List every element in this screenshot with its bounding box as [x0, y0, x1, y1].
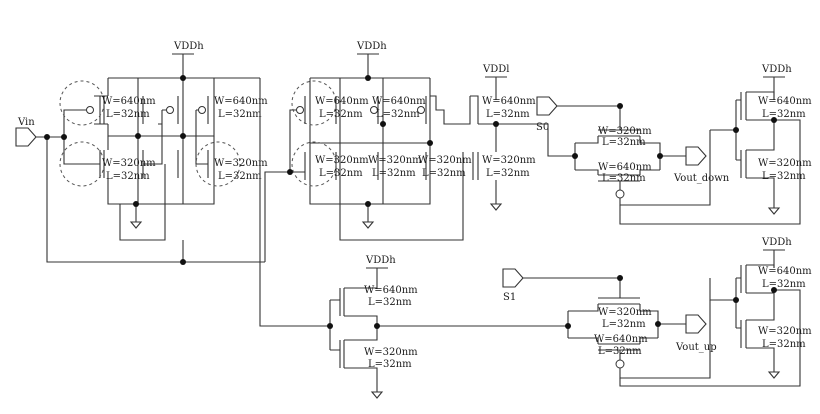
s1-label: S1	[503, 292, 516, 303]
svg-text:W=640nm: W=640nm	[594, 334, 648, 345]
vout-up-label: Vout_up	[675, 342, 717, 353]
svg-text:W=320nm: W=320nm	[482, 155, 536, 166]
svg-text:W=320nm: W=320nm	[368, 155, 422, 166]
inverter-top	[619, 91, 801, 225]
svg-text:L=32nm: L=32nm	[368, 297, 412, 308]
vin-port[interactable]	[15, 127, 37, 147]
svg-text:L=32nm: L=32nm	[218, 109, 262, 120]
svg-text:L=32nm: L=32nm	[602, 173, 646, 184]
s1-port[interactable]	[502, 268, 524, 288]
stage2-sizes: W=640nm L=32nm W=640nm L=32nm W=640nm L=…	[315, 96, 536, 179]
svg-text:W=320nm: W=320nm	[418, 155, 472, 166]
svg-text:L=32nm: L=32nm	[598, 346, 642, 357]
svg-text:L=32nm: L=32nm	[319, 109, 363, 120]
svg-text:W=640nm: W=640nm	[315, 96, 369, 107]
stage1-latch	[36, 75, 265, 265]
svg-text:W=640nm: W=640nm	[364, 285, 418, 296]
svg-text:L=32nm: L=32nm	[762, 171, 806, 182]
svg-text:L=32nm: L=32nm	[762, 279, 806, 290]
svg-text:W=640nm: W=640nm	[214, 96, 268, 107]
svg-text:W=640nm: W=640nm	[372, 96, 426, 107]
svg-text:L=32nm: L=32nm	[486, 168, 530, 179]
inverter-bottom	[619, 264, 801, 387]
svg-text:L=32nm: L=32nm	[368, 359, 412, 370]
svg-text:W=640nm: W=640nm	[102, 96, 156, 107]
vddh-label-5: VDDh	[761, 237, 792, 248]
svg-text:W=320nm: W=320nm	[214, 158, 268, 169]
svg-text:W=320nm: W=320nm	[102, 158, 156, 169]
vin-label: Vin	[17, 117, 35, 128]
svg-text:W=320nm: W=320nm	[598, 126, 652, 137]
svg-text:W=640nm: W=640nm	[758, 266, 812, 277]
svg-text:L=32nm: L=32nm	[218, 171, 262, 182]
tgate-bottom-sizes: W=320nm L=32nm W=640nm L=32nm	[594, 307, 652, 357]
tgate-bottom	[523, 275, 711, 379]
vddh-label-1: VDDh	[173, 41, 204, 52]
svg-text:L=32nm: L=32nm	[602, 137, 646, 148]
tgate-top	[557, 103, 711, 206]
vout-up-port[interactable]	[685, 314, 707, 334]
svg-text:W=640nm: W=640nm	[598, 162, 652, 173]
svg-text:W=320nm: W=320nm	[758, 158, 812, 169]
svg-text:L=32nm: L=32nm	[319, 168, 363, 179]
tgate-top-sizes: W=320nm L=32nm W=640nm L=32nm	[598, 126, 652, 184]
svg-text:L=32nm: L=32nm	[422, 168, 466, 179]
stage3-sizes: W=640nm L=32nm W=320nm L=32nm	[364, 285, 418, 370]
s0-port[interactable]	[536, 96, 558, 116]
svg-text:L=32nm: L=32nm	[376, 109, 420, 120]
svg-text:W=640nm: W=640nm	[758, 96, 812, 107]
svg-text:L=32nm: L=32nm	[106, 109, 150, 120]
svg-text:L=32nm: L=32nm	[602, 319, 646, 330]
vddh-label-2: VDDh	[356, 41, 387, 52]
vddl-label: VDDl	[482, 64, 509, 75]
stage3-inverter	[259, 100, 568, 399]
supply-bars	[172, 53, 785, 285]
inverter-bottom-sizes: W=640nm L=32nm W=320nm L=32nm	[758, 266, 812, 350]
svg-text:L=32nm: L=32nm	[372, 168, 416, 179]
svg-text:W=320nm: W=320nm	[758, 326, 812, 337]
svg-text:W=320nm: W=320nm	[598, 307, 652, 318]
vddh-label-4: VDDh	[365, 255, 396, 266]
vddh-label-3: VDDh	[761, 64, 792, 75]
svg-text:L=32nm: L=32nm	[762, 109, 806, 120]
stage2-latch	[264, 75, 575, 262]
vout-down-port[interactable]	[685, 146, 707, 166]
s0-label: S0	[536, 122, 549, 133]
svg-text:W=640nm: W=640nm	[482, 96, 536, 107]
svg-text:L=32nm: L=32nm	[762, 339, 806, 350]
svg-text:W=320nm: W=320nm	[315, 155, 369, 166]
svg-text:W=320nm: W=320nm	[364, 347, 418, 358]
svg-text:L=32nm: L=32nm	[106, 171, 150, 182]
stage1-sizes: W=640nm L=32nm W=640nm L=32nm W=320nm L=…	[102, 96, 268, 182]
svg-text:L=32nm: L=32nm	[486, 109, 530, 120]
inverter-top-sizes: W=640nm L=32nm W=320nm L=32nm	[758, 96, 812, 182]
vout-down-label: Vout_down	[673, 173, 730, 184]
